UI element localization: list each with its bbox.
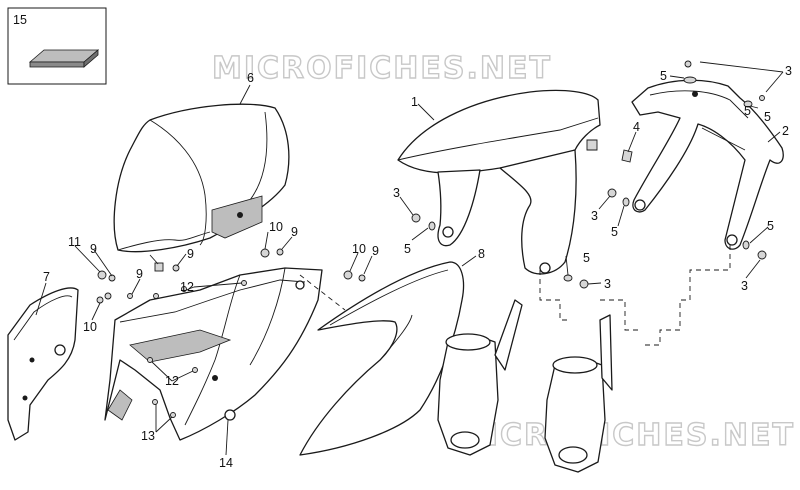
callout-5: 5 — [404, 242, 411, 256]
callout-9: 9 — [187, 247, 194, 261]
headlight-fairing-part-6[interactable] — [113, 103, 290, 253]
alignment-lines — [299, 245, 731, 346]
side-fairing-part-14[interactable] — [104, 267, 323, 441]
callout-12: 12 — [165, 374, 179, 388]
inset-box-label: 15 — [13, 13, 27, 27]
side-panel-part-7[interactable] — [7, 287, 79, 441]
callout-2: 2 — [782, 124, 789, 138]
mudguard-bracket-part-2[interactable] — [631, 79, 784, 250]
watermark-bottom: MICROFICHES.NET — [455, 418, 795, 453]
callout-9: 9 — [90, 242, 97, 256]
fork-slider-right — [544, 314, 613, 473]
callout-3: 3 — [604, 277, 611, 291]
hardware-fasteners — [96, 60, 767, 418]
inset-box-part-15[interactable]: 15 — [7, 7, 107, 85]
callout-6: 6 — [247, 71, 254, 85]
callout-5: 5 — [660, 69, 667, 83]
callout-5: 5 — [767, 219, 774, 233]
callout-14: 14 — [219, 456, 233, 470]
callout-3: 3 — [785, 64, 792, 78]
leader-lines — [35, 61, 784, 456]
fork-slider-left — [437, 299, 523, 456]
tank-side-cover-part-8[interactable] — [299, 261, 465, 456]
watermark-top: MICROFICHES.NET — [212, 51, 552, 86]
callout-10: 10 — [352, 242, 366, 256]
callout-5: 5 — [583, 251, 590, 265]
callout-3: 3 — [741, 279, 748, 293]
callout-12: 12 — [180, 280, 194, 294]
callout-5: 5 — [764, 110, 771, 124]
callout-4: 4 — [633, 120, 640, 134]
front-mudguard-part-1[interactable] — [397, 89, 601, 275]
callout-labels: 1 2 3 3 3 3 3 4 5 5 5 5 5 5 5 6 7 8 9 9 … — [43, 64, 792, 470]
sealant-tube-icon — [28, 49, 100, 68]
callout-7: 7 — [43, 270, 50, 284]
callout-5: 5 — [744, 104, 751, 118]
callout-13: 13 — [141, 429, 155, 443]
callout-9: 9 — [291, 225, 298, 239]
clip-part-4[interactable] — [586, 139, 633, 163]
callout-9: 9 — [136, 267, 143, 281]
callout-10: 10 — [83, 320, 97, 334]
callout-9: 9 — [372, 244, 379, 258]
callout-5: 5 — [611, 225, 618, 239]
callout-8: 8 — [478, 247, 485, 261]
callout-3: 3 — [591, 209, 598, 223]
callout-3: 3 — [393, 186, 400, 200]
callout-10: 10 — [269, 220, 283, 234]
callout-11: 11 — [68, 235, 81, 249]
callout-1: 1 — [411, 95, 418, 109]
